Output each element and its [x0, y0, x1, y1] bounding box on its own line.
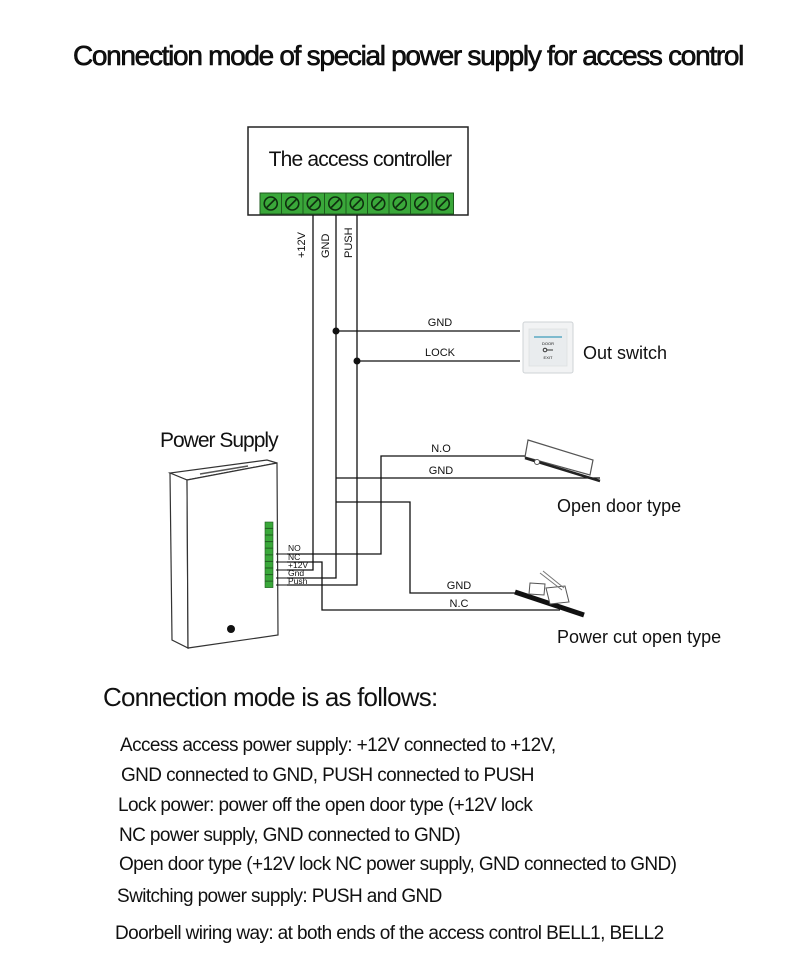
junction-dot-lock [353, 357, 361, 365]
junction-dot-gnd [332, 327, 340, 335]
wire-label-open-gnd: GND [429, 465, 454, 477]
psu-terminal-screw [264, 574, 274, 582]
psu-terminal-screw [264, 561, 274, 569]
power-cut-lock-icon [514, 570, 585, 618]
wire-power-cut-gnd [336, 501, 520, 594]
wire-label-no: N.O [431, 443, 451, 455]
pin-label-gnd: GND [320, 234, 332, 259]
exit-button-icon: DOOR EXIT [522, 321, 574, 374]
power-cut-open-type-label: Power cut open type [557, 627, 721, 647]
open-door-type-label: Open door type [557, 496, 681, 516]
terminal-screw [410, 192, 433, 215]
power-supply-label: Power Supply [160, 429, 279, 452]
psu-terminal-screw [264, 581, 274, 588]
open-door-lock-icon [524, 439, 601, 483]
wire-label-cut-gnd: GND [447, 580, 472, 592]
psu-terminal-screw [264, 521, 274, 529]
instructions-heading: Connection mode is as follows: [103, 682, 438, 712]
wire-push [287, 215, 358, 586]
psu-label-push: Push [288, 576, 308, 586]
wire-gnd [287, 215, 337, 579]
psu-terminal-screw [264, 541, 274, 549]
psu-terminal-leads [276, 553, 287, 586]
psu-terminal-screw [264, 534, 274, 542]
diagram-title: Connection mode of special power supply … [72, 40, 745, 72]
instruction-line-6: Switching power supply: PUSH and GND [117, 886, 442, 907]
wire-12v [287, 215, 314, 571]
instruction-line-1: Access access power supply: +12V connect… [120, 735, 556, 756]
wire-no [287, 455, 527, 555]
wires [287, 215, 600, 611]
terminal-screw [431, 192, 454, 215]
wire-label-nc: N.C [450, 598, 469, 610]
instruction-line-3: Lock power: power off the open door type… [118, 795, 533, 816]
psu-label-12v: +12V [288, 560, 308, 570]
instruction-line-7: Doorbell wiring way: at both ends of the… [115, 923, 664, 944]
power-supply-indicator [227, 625, 235, 633]
out-switch-label: Out switch [583, 343, 667, 363]
terminal-screw [281, 192, 304, 215]
wiring-diagram: The access controller +12V GND PUSH GND … [160, 126, 721, 649]
wire-label-gnd: GND [428, 317, 453, 329]
psu-terminal-screw [264, 528, 274, 536]
psu-label-no: NO [288, 543, 301, 553]
terminal-screw [388, 192, 411, 215]
instruction-line-2: GND connected to GND, PUSH connected to … [121, 765, 535, 786]
power-supply-terminal-block [264, 521, 274, 588]
access-controller: The access controller [247, 126, 469, 216]
exit-button-top-text: DOOR [542, 341, 554, 346]
controller-terminal-block [259, 192, 454, 215]
instruction-line-5: Open door type (+12V lock NC power suppl… [119, 854, 677, 875]
terminal-screw [345, 192, 368, 215]
terminal-screw [367, 192, 390, 215]
psu-label-gnd: Gnd [288, 568, 304, 578]
psu-terminal-screw [264, 554, 274, 562]
instruction-line-4: NC power supply, GND connected to GND) [119, 825, 461, 846]
power-supply-unit [167, 459, 279, 649]
exit-button-bottom-text: EXIT [544, 355, 553, 360]
psu-terminal-screw [264, 567, 274, 575]
wire-label-lock: LOCK [425, 347, 456, 359]
psu-terminal-labels: NO NC +12V Gnd Push [288, 543, 308, 586]
wire-nc [287, 561, 560, 611]
pin-label-push: PUSH [343, 227, 355, 258]
psu-terminal-screw [264, 548, 274, 555]
terminal-screw [302, 192, 325, 215]
controller-label: The access controller [269, 148, 453, 171]
pin-label-12v: +12V [296, 231, 308, 258]
terminal-screw [259, 192, 282, 215]
terminal-screw [324, 192, 347, 215]
psu-label-nc: NC [288, 552, 300, 562]
